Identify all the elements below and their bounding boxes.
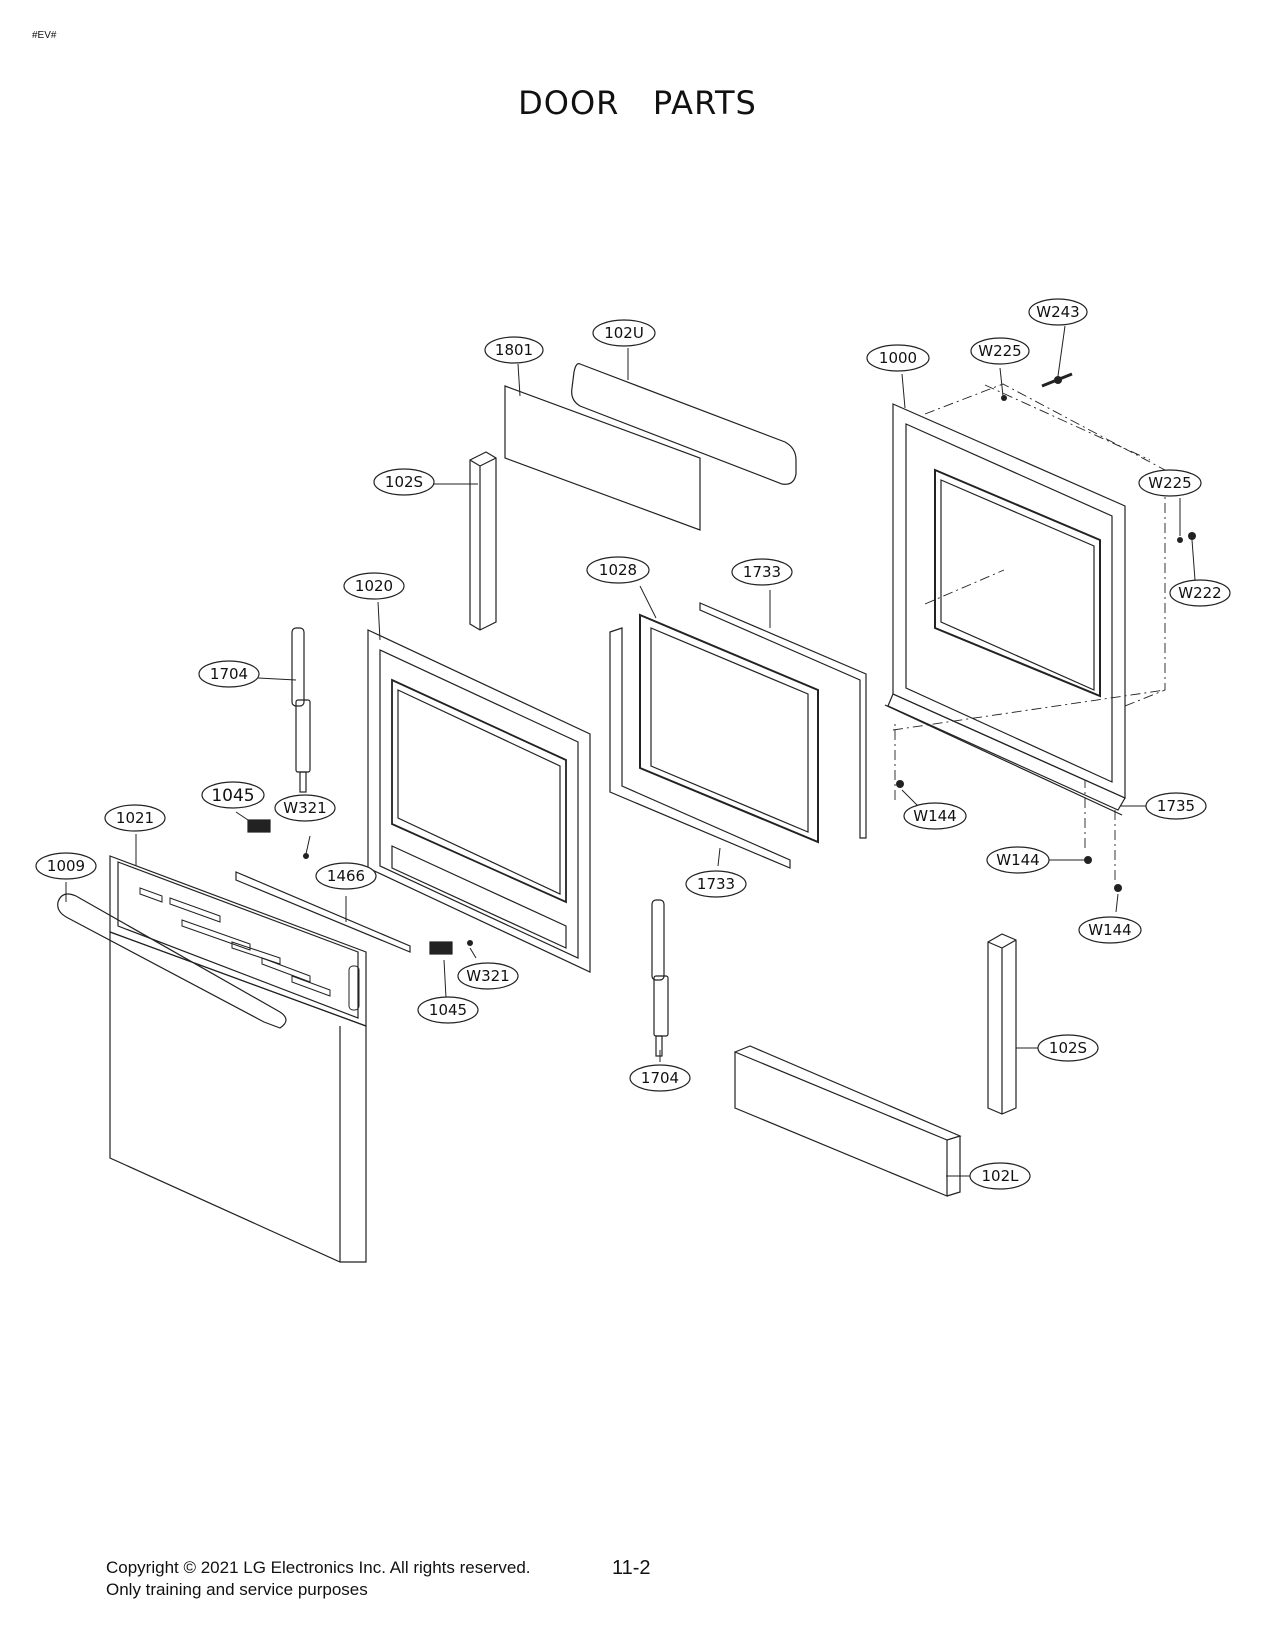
part-1028-glass bbox=[639, 613, 819, 844]
callout-1000: 1000 bbox=[866, 344, 930, 372]
callout-1801: 1801 bbox=[484, 336, 544, 364]
part-102s-lower-insulation bbox=[987, 933, 1017, 1115]
svg-text:1009: 1009 bbox=[47, 857, 85, 875]
footer: Copyright © 2021 LG Electronics Inc. All… bbox=[106, 1557, 531, 1601]
screw-w144-c bbox=[1114, 884, 1122, 892]
part-1020-frame bbox=[367, 629, 591, 973]
usage-note: Only training and service purposes bbox=[106, 1580, 368, 1599]
svg-text:1466: 1466 bbox=[327, 867, 365, 885]
part-102s-upper-insulation bbox=[469, 451, 497, 631]
part-1466-bar bbox=[235, 871, 411, 953]
svg-text:W144: W144 bbox=[1088, 921, 1131, 939]
part-1733-top-channel bbox=[699, 602, 867, 839]
callout-w321-bottom: W321 bbox=[457, 962, 519, 990]
callout-1704-left: 1704 bbox=[198, 660, 260, 688]
svg-text:W243: W243 bbox=[1036, 303, 1079, 321]
callout-102s-top: 102S bbox=[373, 468, 435, 496]
callout-1021: 1021 bbox=[104, 804, 166, 832]
callout-1466: 1466 bbox=[315, 862, 377, 890]
copyright-text: Copyright © 2021 LG Electronics Inc. All… bbox=[106, 1558, 531, 1577]
svg-text:W321: W321 bbox=[466, 967, 509, 985]
svg-text:W225: W225 bbox=[1148, 474, 1191, 492]
svg-text:1000: 1000 bbox=[879, 349, 917, 367]
screw-w144-a bbox=[896, 780, 904, 788]
part-1733-left-channel bbox=[609, 627, 791, 869]
callout-1020: 1020 bbox=[343, 572, 405, 600]
callout-1733-top: 1733 bbox=[731, 558, 793, 586]
page-title: DOOR PARTS bbox=[518, 84, 757, 122]
part-1801-panel bbox=[504, 385, 701, 531]
callout-1028: 1028 bbox=[586, 556, 650, 584]
svg-text:102S: 102S bbox=[385, 473, 423, 491]
callout-1733-bottom: 1733 bbox=[685, 870, 747, 898]
part-1000-inner-frame bbox=[884, 403, 1126, 816]
svg-text:1020: 1020 bbox=[355, 577, 393, 595]
svg-text:W144: W144 bbox=[996, 851, 1039, 869]
callout-w243: W243 bbox=[1028, 298, 1088, 326]
screw-w144-b bbox=[1084, 856, 1092, 864]
callout-w144-a: W144 bbox=[903, 802, 967, 830]
callout-1735: 1735 bbox=[1145, 792, 1207, 820]
part-1045-clip-top bbox=[247, 819, 271, 833]
svg-text:102L: 102L bbox=[982, 1167, 1020, 1185]
callout-w321-top: W321 bbox=[274, 794, 336, 822]
part-1009-handle bbox=[57, 893, 287, 1029]
svg-text:1045: 1045 bbox=[429, 1001, 467, 1019]
callout-102l: 102L bbox=[969, 1162, 1031, 1190]
part-1704-hinge-right bbox=[651, 899, 669, 1057]
svg-text:W144: W144 bbox=[913, 807, 956, 825]
svg-text:102S: 102S bbox=[1049, 1039, 1087, 1057]
screw-w222 bbox=[1188, 532, 1196, 540]
page-number: 11-2 bbox=[612, 1557, 651, 1579]
part-102u-insulation bbox=[571, 363, 797, 485]
screw-w321-top bbox=[303, 853, 309, 859]
svg-text:1028: 1028 bbox=[599, 561, 637, 579]
part-1045-clip-bottom bbox=[429, 941, 453, 955]
svg-text:1733: 1733 bbox=[743, 563, 781, 581]
callout-102s-bottom: 102S bbox=[1037, 1034, 1099, 1062]
door-outer-panel bbox=[109, 931, 367, 1263]
part-102l-insulation bbox=[734, 1045, 962, 1197]
washer-w225-right bbox=[1177, 537, 1183, 543]
callout-1704-bottom: 1704 bbox=[629, 1064, 691, 1092]
svg-text:W225: W225 bbox=[978, 342, 1021, 360]
document-tag: #EV# bbox=[32, 30, 57, 41]
callout-w225-top: W225 bbox=[970, 337, 1030, 365]
callout-w144-c: W144 bbox=[1078, 916, 1142, 944]
svg-text:1801: 1801 bbox=[495, 341, 533, 359]
callout-w222: W222 bbox=[1169, 579, 1231, 607]
callout-w225-right: W225 bbox=[1138, 469, 1202, 497]
svg-text:1045: 1045 bbox=[211, 786, 254, 806]
svg-text:W222: W222 bbox=[1178, 584, 1221, 602]
svg-text:1021: 1021 bbox=[116, 809, 154, 827]
svg-text:1704: 1704 bbox=[641, 1069, 679, 1087]
svg-text:1735: 1735 bbox=[1157, 797, 1195, 815]
svg-text:1704: 1704 bbox=[210, 665, 248, 683]
svg-text:102U: 102U bbox=[604, 324, 644, 342]
part-1021-control-panel bbox=[109, 855, 367, 1027]
washer-w225-top bbox=[1001, 395, 1007, 401]
callout-1009: 1009 bbox=[35, 852, 97, 880]
svg-text:W321: W321 bbox=[283, 799, 326, 817]
callout-1045-top: 1045 bbox=[201, 781, 265, 809]
callout-w144-b: W144 bbox=[986, 846, 1050, 874]
svg-text:1733: 1733 bbox=[697, 875, 735, 893]
callout-1045-bottom: 1045 bbox=[417, 996, 479, 1024]
part-1704-hinge-left bbox=[291, 627, 311, 793]
callout-102u: 102U bbox=[592, 319, 656, 347]
screw-w321-bottom bbox=[467, 940, 473, 946]
